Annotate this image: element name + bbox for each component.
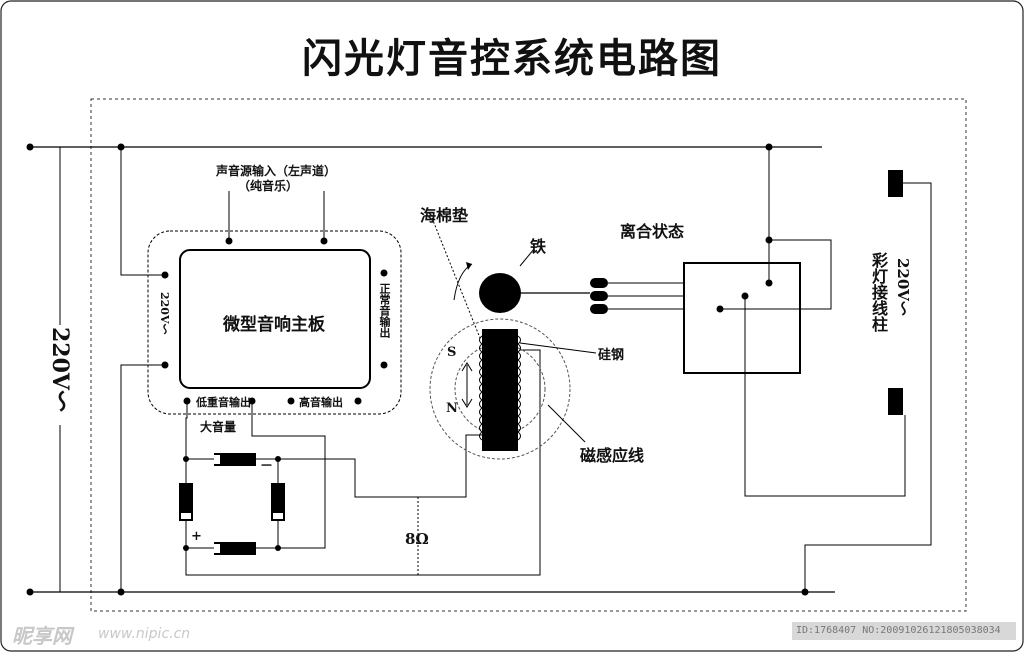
board-dashed-outline [147,230,402,415]
lamp-terminal-top [888,170,903,197]
ohm-label: 8Ω [405,530,429,548]
bass-out-label: 低重音输出 [196,396,251,409]
diode-left [179,483,193,521]
contact-switch [590,278,608,314]
silicon-steel-core [482,329,518,451]
diode-bottom [214,542,256,555]
big-volume-label: 大音量 [200,420,237,434]
iron-armature [479,273,521,313]
silicon-steel-label: 硅钢 [598,348,625,363]
board-label: 微型音响主板 [223,315,325,335]
diode-top [214,453,256,466]
relay-box [683,262,801,374]
dashed-enclosure [90,98,967,612]
treble-out-label: 高音输出 [299,396,343,409]
pole-n-label: N [446,401,458,416]
mains-voltage-label: 220V～ [44,325,76,414]
watermark-url: www.nipic.cn [98,626,191,642]
pure-music-label: （纯音乐） [238,179,299,193]
field-line-outer [429,318,571,460]
watermark-id-bar: ID:1768407 NO:20091026121805038034 [792,622,1016,640]
board-inner [179,249,371,389]
watermark-logo: 昵享网 [12,624,72,648]
normal-out-label: 正常音输出 [378,283,391,338]
magnetic-lines-label: 磁感应线 [580,446,645,465]
lamp-terminal-label: 彩灯接线柱 [869,252,888,332]
separated-state-label: 离合状态 [620,222,685,241]
board-power-label: 220V～ [158,292,171,335]
diode-right [271,483,285,521]
diagram-title: 闪光灯音控系统电路图 [302,35,722,82]
iron-label: 铁 [530,237,547,256]
minus-sign: － [260,459,274,474]
lamp-voltage-label: 220V～ [894,258,912,316]
sound-source-label: 声音源输入（左声道） [216,164,337,178]
coil-winding [479,335,483,441]
plus-sign: + [191,529,202,544]
sponge-label: 海棉垫 [420,206,469,225]
pole-s-label: S [447,345,457,360]
lamp-terminal-bottom [888,388,903,415]
